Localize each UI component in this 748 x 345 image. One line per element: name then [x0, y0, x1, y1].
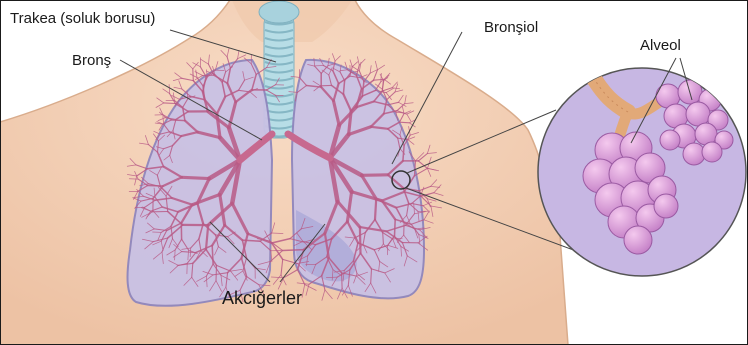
label-bronchiole: Bronşiol — [484, 20, 538, 35]
label-alveolus: Alveol — [640, 38, 681, 53]
label-lungs: Akciğerler — [222, 289, 302, 307]
label-bronchus: Bronş — [72, 53, 111, 68]
label-trachea: Trakea (soluk borusu) — [10, 11, 155, 26]
alveoli-inset — [538, 68, 746, 276]
